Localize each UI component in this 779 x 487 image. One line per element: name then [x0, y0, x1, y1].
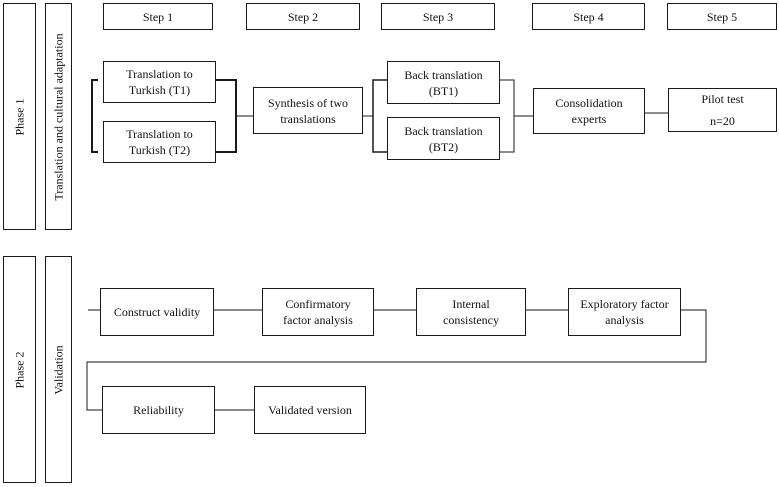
- phase2-label-box: Phase 2: [3, 256, 36, 483]
- phase2-label: Phase 2: [12, 351, 26, 388]
- step-header-5: Step 5: [667, 3, 777, 30]
- step-header-1: Step 1: [103, 3, 213, 30]
- back-translation-bt1-box: Back translation(BT1): [387, 61, 500, 104]
- phase1-label: Phase 1: [12, 98, 26, 135]
- step-header-3: Step 3: [381, 3, 495, 30]
- reliability-box: Reliability: [102, 386, 215, 434]
- phase1-label-box: Phase 1: [3, 3, 36, 230]
- construct-validity-box: Construct validity: [100, 288, 214, 336]
- phase1-section-label: Translation and cultural adaptation: [51, 32, 65, 201]
- phase2-section-label: Validation: [51, 344, 65, 395]
- bracket-backtranslations-left: [372, 79, 387, 153]
- step-header-2: Step 2: [246, 3, 360, 30]
- bracket-translations-left: [91, 79, 98, 153]
- phase1-section-box: Translation and cultural adaptation: [45, 3, 72, 230]
- back-translation-bt2-box: Back translation(BT2): [387, 117, 500, 160]
- step-header-4: Step 4: [532, 3, 645, 30]
- connector-efa-wrap: [86, 309, 707, 411]
- phase2-section-box: Validation: [45, 256, 72, 483]
- validated-version-box: Validated version: [254, 386, 366, 434]
